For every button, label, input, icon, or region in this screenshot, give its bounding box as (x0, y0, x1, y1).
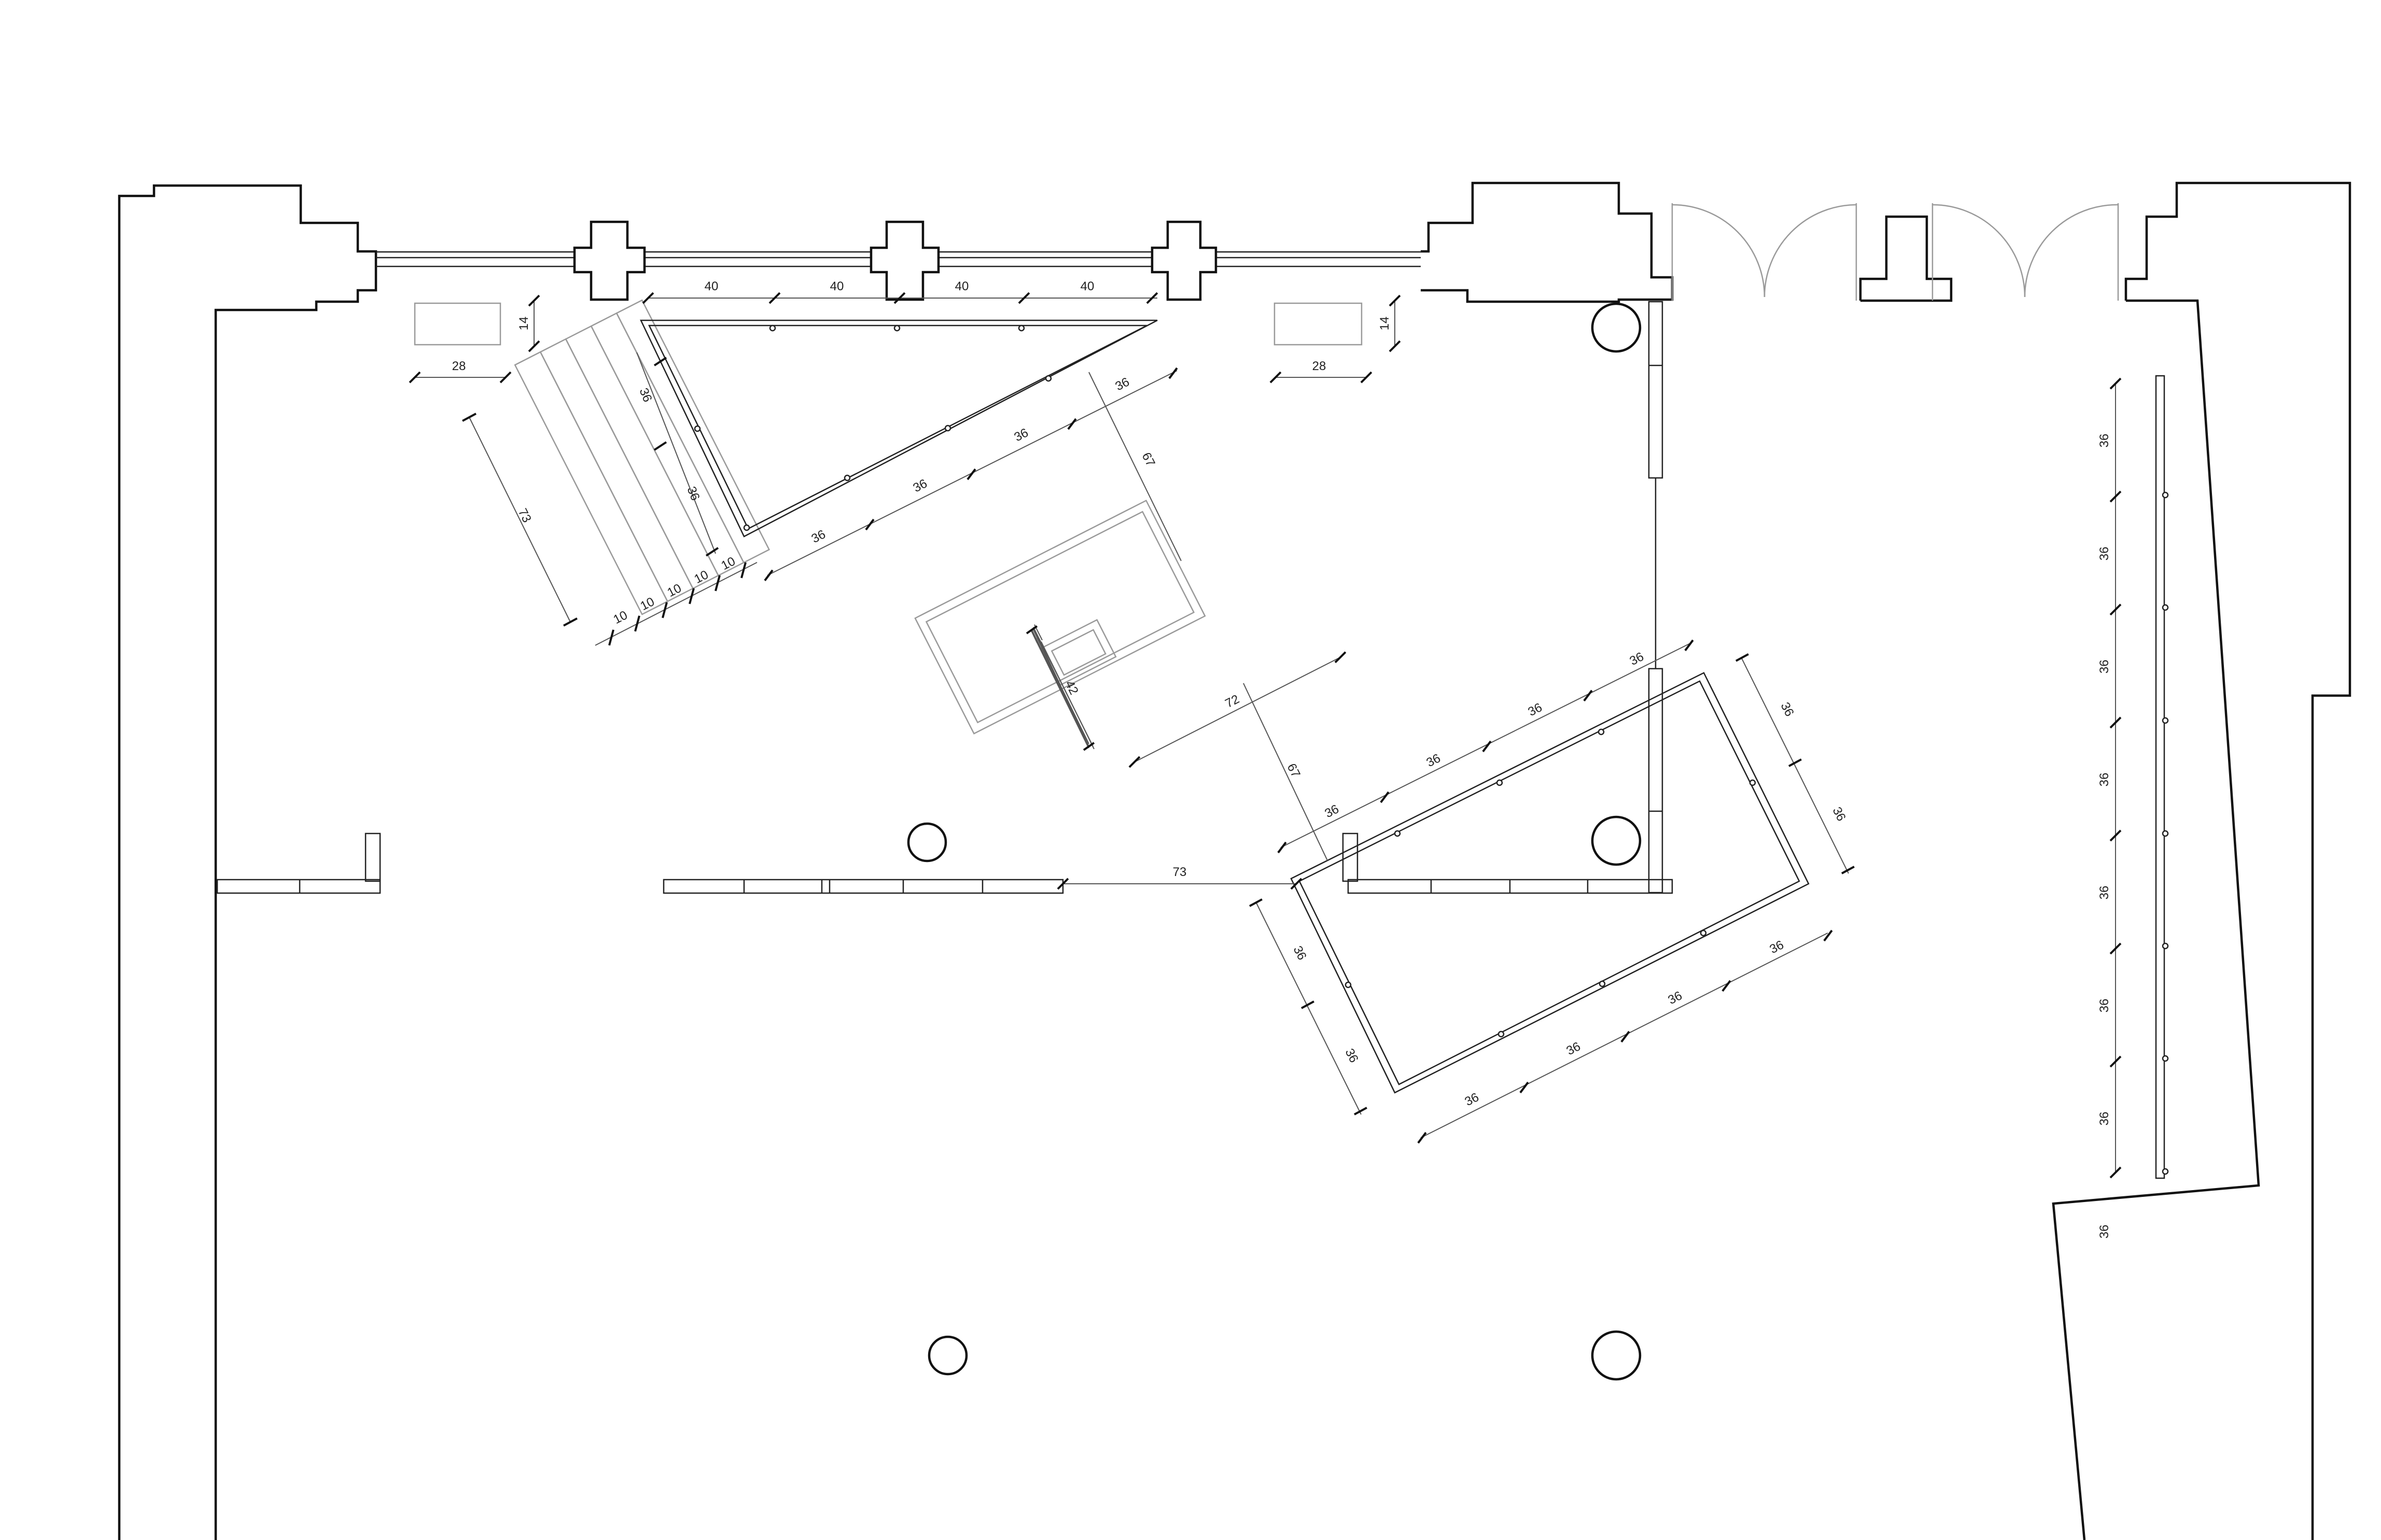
triangle-platform (640, 319, 1158, 538)
rect-bottom-label-3: 36 (1666, 988, 1685, 1007)
exterior-wall-right-inner (2052, 299, 2260, 1540)
window-bay-label-3: 40 (955, 279, 969, 293)
triangle-bottom-label-1: 36 (809, 527, 828, 546)
double-door-left (1671, 203, 1857, 301)
right-wall-label-7: 36 (2097, 1112, 2111, 1126)
right-wall-label-6: 36 (2097, 999, 2111, 1013)
stair-tread-label-5: 10 (719, 554, 738, 573)
right-wall-label-5: 36 (2097, 886, 2111, 900)
rect-right-label-1: 36 (1778, 700, 1797, 719)
stair-tread-label-1: 10 (611, 608, 630, 627)
rect-bottom-label-4: 36 (1768, 938, 1786, 956)
rect-bottom-label-1: 36 (1463, 1090, 1481, 1109)
facade-block-middle (1421, 181, 1674, 303)
window-bay-label-4: 40 (1081, 279, 1095, 293)
rect-left-label-2: 36 (1342, 1047, 1361, 1065)
partitions (216, 301, 2165, 1179)
columns (907, 302, 1642, 1381)
bench-left-width-label: 28 (452, 359, 466, 373)
rect-top-label-4: 36 (1628, 649, 1646, 668)
window-pier-3 (1151, 220, 1217, 301)
rect-left-label-1: 36 (1291, 944, 1309, 963)
link-lower-label: 67 (1284, 761, 1303, 780)
stair-treads (514, 299, 771, 615)
rect-top-label-1: 36 (1323, 802, 1341, 821)
bench-right (1273, 302, 1363, 346)
bench-left-depth-label: 14 (517, 317, 531, 331)
window-pier-2 (870, 220, 940, 301)
right-wall-label-1: 36 (2097, 434, 2111, 448)
triangle-bottom-label-3: 36 (1012, 426, 1031, 444)
link-upper-label: 67 (1139, 450, 1158, 469)
rect-top-label-2: 36 (1424, 751, 1443, 770)
bench-right-width-label: 28 (1312, 359, 1326, 373)
rect-bottom-label-2: 36 (1564, 1039, 1583, 1058)
window-pier-1 (573, 220, 646, 301)
dimension-labels: 40 40 40 40 14 28 14 28 73 10 10 10 10 1… (452, 279, 2111, 1238)
right-wall-label-4: 36 (2097, 773, 2111, 787)
right-wall-label-3: 36 (2097, 660, 2111, 674)
triangle-side-a-label: 36 (636, 386, 654, 404)
rect-top-label-3: 36 (1526, 700, 1545, 719)
exterior-wall-left (118, 184, 377, 1540)
window-run (376, 251, 1421, 267)
dimension-lines (409, 292, 2122, 1179)
stair-length-label: 73 (515, 506, 534, 525)
column-4 (928, 1335, 968, 1376)
right-wall-label-2: 36 (2097, 547, 2111, 561)
door-pier (1859, 215, 1953, 302)
rectangle-platform (1290, 672, 1810, 1094)
column-2 (907, 822, 947, 863)
column-5 (1591, 1330, 1642, 1381)
bench-left (414, 302, 501, 346)
table (914, 499, 1206, 735)
right-rail-holes (2162, 491, 2169, 1175)
stair-tread-label-3: 10 (665, 581, 684, 600)
triangle-bottom-label-2: 36 (911, 476, 930, 495)
window-bay-label-1: 40 (705, 279, 719, 293)
rect-right-label-2: 36 (1830, 805, 1848, 824)
building-shell (118, 181, 2351, 1540)
column-1 (1591, 302, 1642, 353)
table-width-label: 72 (1223, 692, 1242, 711)
bench-right-depth-label: 14 (1378, 317, 1392, 331)
exterior-wall-right (2124, 181, 2351, 1540)
column-3 (1591, 815, 1642, 866)
benches (414, 302, 1363, 346)
triangle-side-b-label: 36 (684, 485, 702, 503)
partition-gap-label: 73 (1173, 865, 1187, 879)
double-door-right (1931, 203, 2119, 301)
window-bay-label-2: 40 (830, 279, 844, 293)
right-wall-label-8: 36 (2097, 1225, 2111, 1239)
triangle-bottom-label-4: 36 (1113, 375, 1132, 393)
stair-tread-label-4: 10 (692, 568, 711, 586)
